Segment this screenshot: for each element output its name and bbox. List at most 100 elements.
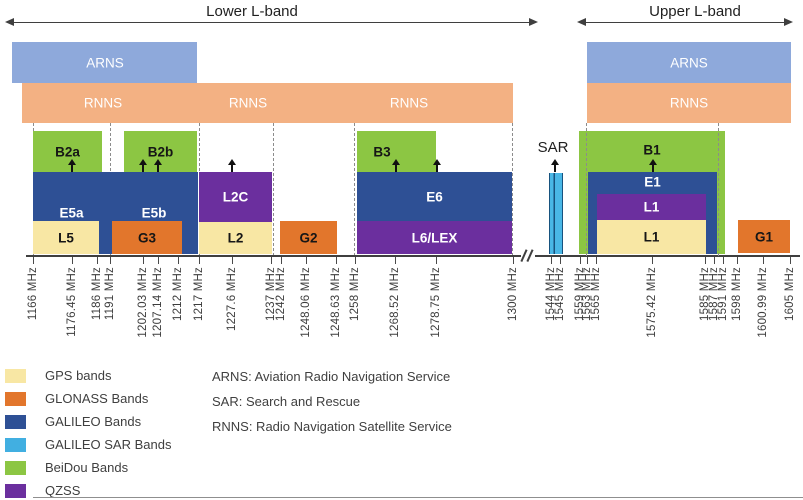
- band-label-e6: E6: [426, 189, 443, 204]
- legend-item-label: BeiDou Bands: [45, 460, 129, 475]
- carrier-frequency-arrow: [392, 159, 400, 172]
- service-bar-label: RNNS: [669, 95, 709, 111]
- carrier-frequency-arrow: [551, 159, 559, 172]
- axis-tick: [652, 256, 654, 264]
- band-label-b3: B3: [373, 144, 391, 159]
- axis-tick: [33, 256, 35, 264]
- axis-tick: [110, 256, 112, 264]
- carrier-arrow-head: [649, 159, 657, 165]
- lower-lband-arrowhead-right: [529, 18, 538, 26]
- service-bar-arns-lower: ARNS: [12, 42, 197, 83]
- band-label-l1-gps: L1: [643, 229, 660, 245]
- legend-item-label: GPS bands: [45, 368, 112, 383]
- band-l2c: [199, 172, 272, 222]
- acronym-definition: RNNS: Radio Navigation Satellite Service: [212, 419, 452, 434]
- band-b2a: [33, 131, 102, 172]
- axis-tick-label: 1207.14 MHz: [152, 267, 164, 338]
- legend-item: BeiDou Bands: [5, 460, 171, 475]
- service-bar-arns-upper: ARNS: [587, 42, 791, 83]
- lower-lband-title: Lower L-band: [206, 3, 298, 20]
- band-label-b1: B1: [643, 142, 661, 158]
- legend-item: GPS bands: [5, 368, 171, 383]
- axis-tick: [72, 256, 74, 264]
- carrier-arrow-stem: [231, 165, 233, 172]
- carrier-arrow-head: [228, 159, 236, 165]
- frequency-axis: [26, 255, 800, 257]
- upper-lband-arrowhead-left: [577, 18, 586, 26]
- band-label-e1: E1: [644, 174, 661, 190]
- service-bar-rnns-upper: RNNS: [587, 83, 791, 123]
- axis-tick-label: 1600.99 MHz: [757, 267, 769, 338]
- axis-tick-label: 1217 MHz: [193, 267, 205, 322]
- service-bar-label: RNNS: [228, 95, 268, 111]
- carrier-arrow-stem: [157, 165, 159, 172]
- legend-swatch-glonass: [5, 391, 26, 406]
- axis-tick: [560, 256, 562, 264]
- band-l1-qzss: [597, 194, 706, 220]
- legend-item: GALILEO SAR Bands: [5, 437, 171, 452]
- axis-tick: [737, 256, 739, 264]
- axis-tick-label: 1227.6 MHz: [226, 267, 238, 332]
- upper-lband-arrowhead-right: [784, 18, 793, 26]
- band-sar: [549, 173, 563, 254]
- axis-tick-label: 1191 MHz: [104, 267, 116, 321]
- axis-tick-label: 1565 MHz: [590, 267, 602, 322]
- axis-tick: [271, 256, 273, 264]
- band-l1-gps: [597, 220, 706, 254]
- band-label-b2a: B2a: [55, 144, 80, 159]
- axis-tick: [790, 256, 792, 264]
- axis-tick: [596, 256, 598, 264]
- axis-tick-label: 1300 MHz: [507, 267, 519, 322]
- axis-tick: [580, 256, 582, 264]
- band-l2: [199, 222, 272, 254]
- axis-tick-label: 1278.75 MHz: [430, 267, 442, 338]
- axis-tick: [723, 256, 725, 264]
- axis-tick-label: 1605 MHz: [784, 267, 796, 322]
- band-l6-lex: [357, 221, 512, 254]
- band-label-g1: G1: [754, 229, 774, 244]
- axis-tick-label: 1212 MHz: [172, 267, 184, 322]
- axis-tick: [306, 256, 308, 264]
- axis-break-slash: [526, 249, 534, 262]
- band-label-l6-lex: L6/LEX: [411, 230, 458, 245]
- axis-tick-label: 1598 MHz: [731, 267, 743, 322]
- band-label-l2c: L2C: [222, 189, 249, 205]
- legend-swatch-galileo_sar: [5, 437, 26, 452]
- carrier-arrow-head: [551, 159, 559, 165]
- carrier-arrow-stem: [71, 165, 73, 172]
- band-label-b2b: B2b: [147, 144, 174, 159]
- legend-swatch-galileo: [5, 414, 26, 429]
- band-b2b: [124, 131, 197, 172]
- carrier-arrow-stem: [652, 165, 654, 172]
- axis-tick: [551, 256, 553, 264]
- axis-tick: [395, 256, 397, 264]
- axis-tick-label: 1268.52 MHz: [389, 267, 401, 338]
- band-label-g2: G2: [299, 230, 318, 245]
- legend-swatch-qzss: [5, 483, 26, 498]
- axis-break: [520, 248, 535, 263]
- axis-tick-label: 1248.63 MHz: [330, 267, 342, 338]
- band-g1: [738, 220, 790, 253]
- axis-tick: [97, 256, 99, 264]
- service-bar-label: ARNS: [670, 55, 708, 70]
- band-label-e5a: E5a: [59, 205, 84, 221]
- carrier-frequency-arrow: [139, 159, 147, 172]
- axis-tick-label: 1591 MHz: [717, 267, 729, 322]
- axis-tick-label: 1242 MHz: [275, 267, 287, 322]
- service-bar-label: RNNS: [389, 95, 429, 111]
- axis-tick-label: 1202.03 MHz: [137, 267, 149, 338]
- acronym-definition: SAR: Search and Rescue: [212, 394, 361, 409]
- boundary-dashed-line: [586, 123, 587, 256]
- carrier-arrow-head: [139, 159, 147, 165]
- axis-tick: [143, 256, 145, 264]
- carrier-arrow-stem: [142, 165, 144, 172]
- carrier-arrow-stem: [436, 165, 438, 172]
- band-label-e5b: E5b: [141, 205, 167, 221]
- boundary-dashed-line: [354, 123, 355, 256]
- carrier-frequency-arrow: [433, 159, 441, 172]
- bottom-divider: [33, 497, 803, 498]
- axis-tick: [158, 256, 160, 264]
- carrier-frequency-arrow: [68, 159, 76, 172]
